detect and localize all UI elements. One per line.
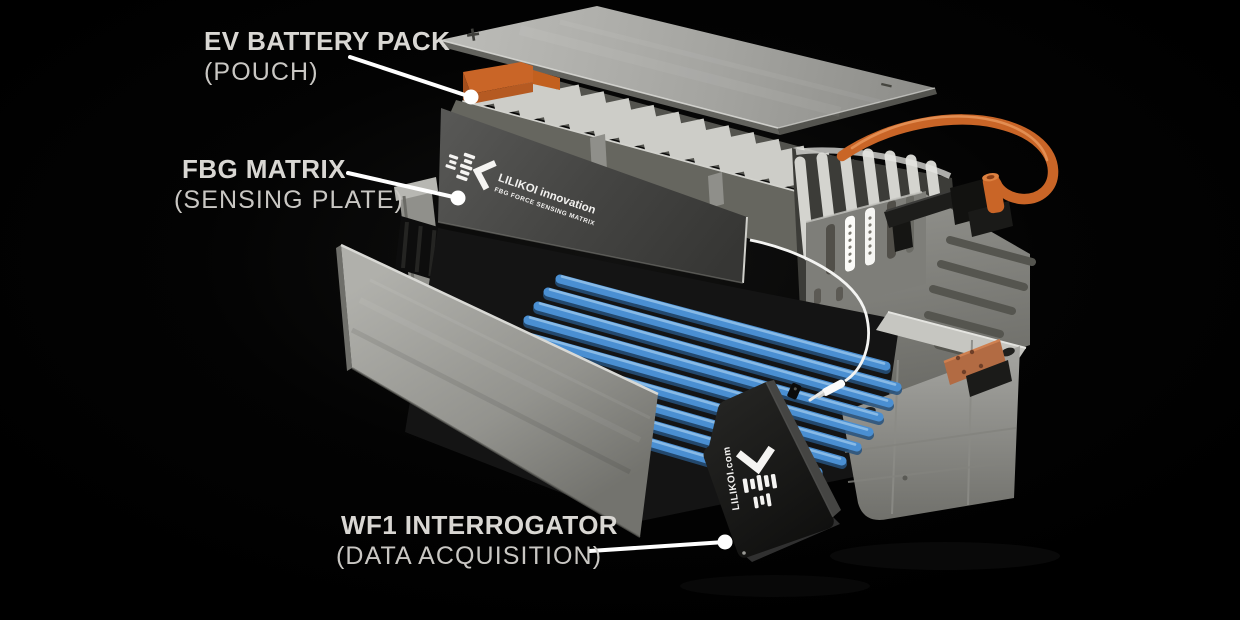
leader-dot [717,534,733,550]
callout-leaders [346,55,733,553]
copper-busbar [943,338,1012,397]
callout-title: EV BATTERY PACK [204,26,451,56]
callout-subtitle: (POUCH) [204,58,319,86]
leader-line-fbg-matrix [346,171,460,200]
lid-positive-mark: + [464,21,482,50]
callout-title: WF1 INTERROGATOR [341,510,618,540]
callout-subtitle: (DATA ACQUISITION) [336,542,603,570]
leader-line-wf1-interrogator [588,540,727,553]
leader-dot [450,190,466,206]
leader-dot [463,89,479,105]
floor-reflection [680,542,1060,597]
floor-rib-slots [924,236,1036,362]
callout-title: FBG MATRIX [182,154,346,184]
tray-front-panel [336,243,659,538]
hv-cable [836,114,1059,205]
vent-holes [848,216,872,263]
hv-busbar-assembly [836,114,1059,252]
lid-negative-mark: − [878,73,895,98]
callout-wf1-interrogator: WF1 INTERROGATOR (DATA ACQUISITION) [336,510,618,571]
hv-connector [982,172,1005,214]
callout-ev-battery-pack: EV BATTERY PACK (POUCH) [204,26,450,87]
box-port-dot [742,551,746,555]
leader-line-ev-battery-pack [348,55,473,99]
fiber-optic-cable [749,238,870,402]
wf1-interrogator-box: LILIKOI.com [703,380,841,562]
fbg-sensing-plate: LILIKOI innovation FBG FORCE SENSING MAT… [437,108,748,284]
callout-fbg-matrix: FBG MATRIX (SENSING PLATE) [174,154,404,215]
box-clip [787,382,802,400]
callout-subtitle: (SENSING PLATE) [174,186,404,214]
tray-end-block [842,338,1020,520]
